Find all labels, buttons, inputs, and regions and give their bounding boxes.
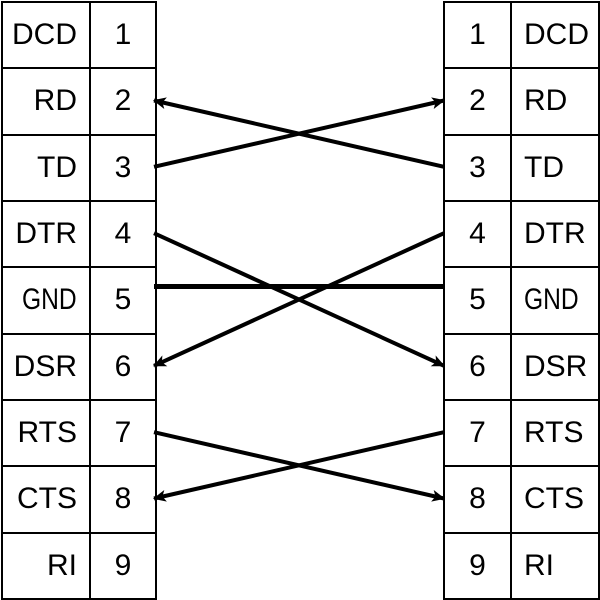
table-row: 4 DTR <box>443 199 600 269</box>
table-row: RTS 7 <box>1 398 157 468</box>
signal-label: DTR <box>510 199 600 269</box>
wire-right-pin3-to-left-pin2 <box>152 97 445 169</box>
wire-left-pin4-to-right-pin6 <box>153 231 445 368</box>
wire-right-pin4-to-left-pin6 <box>153 231 445 368</box>
pin-number: 2 <box>89 67 157 136</box>
pin-number: 6 <box>443 332 512 401</box>
signal-label: GND <box>510 266 600 335</box>
pin-number: 7 <box>89 398 157 468</box>
signal-label: GND <box>1 266 91 335</box>
signal-label: DSR <box>510 332 600 401</box>
signal-label: RTS <box>510 398 600 468</box>
pin-number: 4 <box>89 199 157 269</box>
pin-number: 5 <box>89 266 157 335</box>
pin-number: 2 <box>443 67 512 136</box>
wire-left-pin7-to-right-pin8 <box>153 430 446 502</box>
wire-left-pin3-to-right-pin2 <box>153 97 446 169</box>
signal-label: DCD <box>1 0 91 70</box>
signal-label: DTR <box>1 199 91 269</box>
pin-number: 3 <box>443 133 512 202</box>
signal-label: RD <box>1 67 91 136</box>
signal-label: CTS <box>1 465 91 534</box>
pin-number: 1 <box>89 0 157 70</box>
table-row: DCD 1 <box>1 0 157 70</box>
signal-label: RI <box>1 531 91 600</box>
right-connector-table: 1 DCD 2 RD 3 TD 4 DTR 5 GND 6 DSR <box>443 0 600 600</box>
table-row: 5 GND <box>443 266 600 335</box>
table-row: 3 TD <box>443 133 600 202</box>
signal-label: RI <box>510 531 600 600</box>
table-row: RD 2 <box>1 67 157 136</box>
table-row: DTR 4 <box>1 199 157 269</box>
signal-label: TD <box>1 133 91 202</box>
pin-number: 9 <box>443 531 512 600</box>
left-connector-table: DCD 1 RD 2 TD 3 DTR 4 GND 5 DSR 6 <box>1 0 157 600</box>
pin-number: 9 <box>89 531 157 600</box>
table-row: 1 DCD <box>443 0 600 70</box>
table-row: 7 RTS <box>443 398 600 468</box>
signal-label: RTS <box>1 398 91 468</box>
signal-label: DSR <box>1 332 91 401</box>
table-row: TD 3 <box>1 133 157 202</box>
table-row: DSR 6 <box>1 332 157 401</box>
table-row: RI 9 <box>1 531 157 600</box>
pin-number: 3 <box>89 133 157 202</box>
pin-number: 1 <box>443 0 512 70</box>
signal-label: TD <box>510 133 600 202</box>
pin-number: 8 <box>443 465 512 534</box>
table-row: GND 5 <box>1 266 157 335</box>
pin-number: 5 <box>443 266 512 335</box>
table-row: 9 RI <box>443 531 600 600</box>
wire-right-pin7-to-left-pin8 <box>152 430 445 502</box>
signal-label: DCD <box>510 0 600 70</box>
table-row: 8 CTS <box>443 465 600 534</box>
signal-label: CTS <box>510 465 600 534</box>
table-row: 2 RD <box>443 67 600 136</box>
table-row: CTS 8 <box>1 465 157 534</box>
pin-number: 4 <box>443 199 512 269</box>
signal-label: RD <box>510 67 600 136</box>
table-row: 6 DSR <box>443 332 600 401</box>
pin-number: 8 <box>89 465 157 534</box>
pin-number: 7 <box>443 398 512 468</box>
pin-number: 6 <box>89 332 157 401</box>
